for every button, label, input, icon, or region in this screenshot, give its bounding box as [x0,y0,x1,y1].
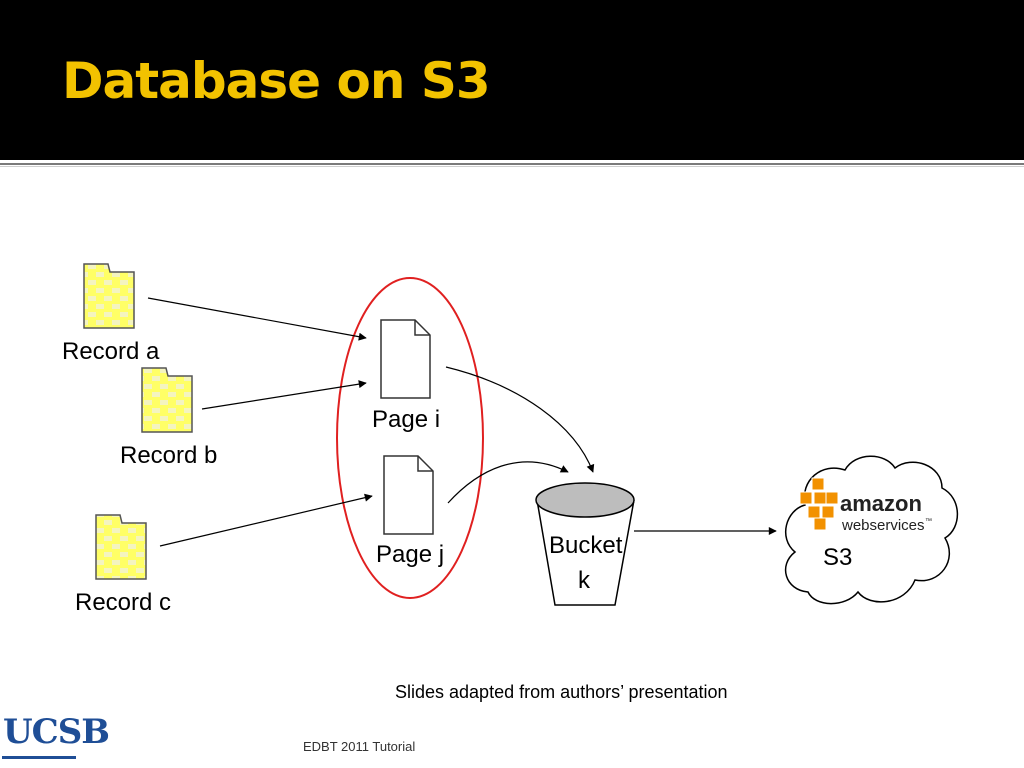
slide-title: Database on S3 [62,52,491,110]
arrow-record-c-to-page-j [159,493,373,547]
arrow-page-i-to-bucket [445,366,595,473]
record-c-label: Record c [75,589,171,616]
record-a-icon [83,263,135,329]
bucket-label-line2: k [578,567,591,594]
aws-sub-text: webservices [841,517,925,534]
record-b-label: Record b [120,442,217,469]
record-b-icon [141,367,193,433]
title-rule-light [0,166,1024,167]
footer-text: EDBT 2011 Tutorial [303,739,416,754]
s3-label: S3 [823,544,852,571]
ucsb-logo: UCSB [3,712,110,752]
arrow-record-b-to-page-i [201,380,367,410]
title-bar: Database on S3 [0,0,1024,160]
pages-highlight-ellipse [336,277,484,599]
record-c-icon [95,514,147,580]
arrow-record-a-to-page-i [147,297,367,341]
aws-tm-text: ™ [925,518,932,525]
bucket-label-line1: Bucket [549,532,623,559]
page-i-icon [380,319,431,399]
page-j-label: Page j [376,541,444,568]
ucsb-logo-underline [2,756,76,759]
aws-brand-text: amazon [840,491,922,516]
record-a-label: Record a [62,338,160,365]
page-j-icon [383,455,434,535]
credit-note: Slides adapted from authors’ presentatio… [395,682,728,702]
aws-cubes-icon [799,477,839,531]
arrow-page-j-to-bucket [447,461,569,504]
bucket-icon [535,482,635,606]
page-i-label: Page i [372,406,440,433]
title-rule [0,163,1024,165]
